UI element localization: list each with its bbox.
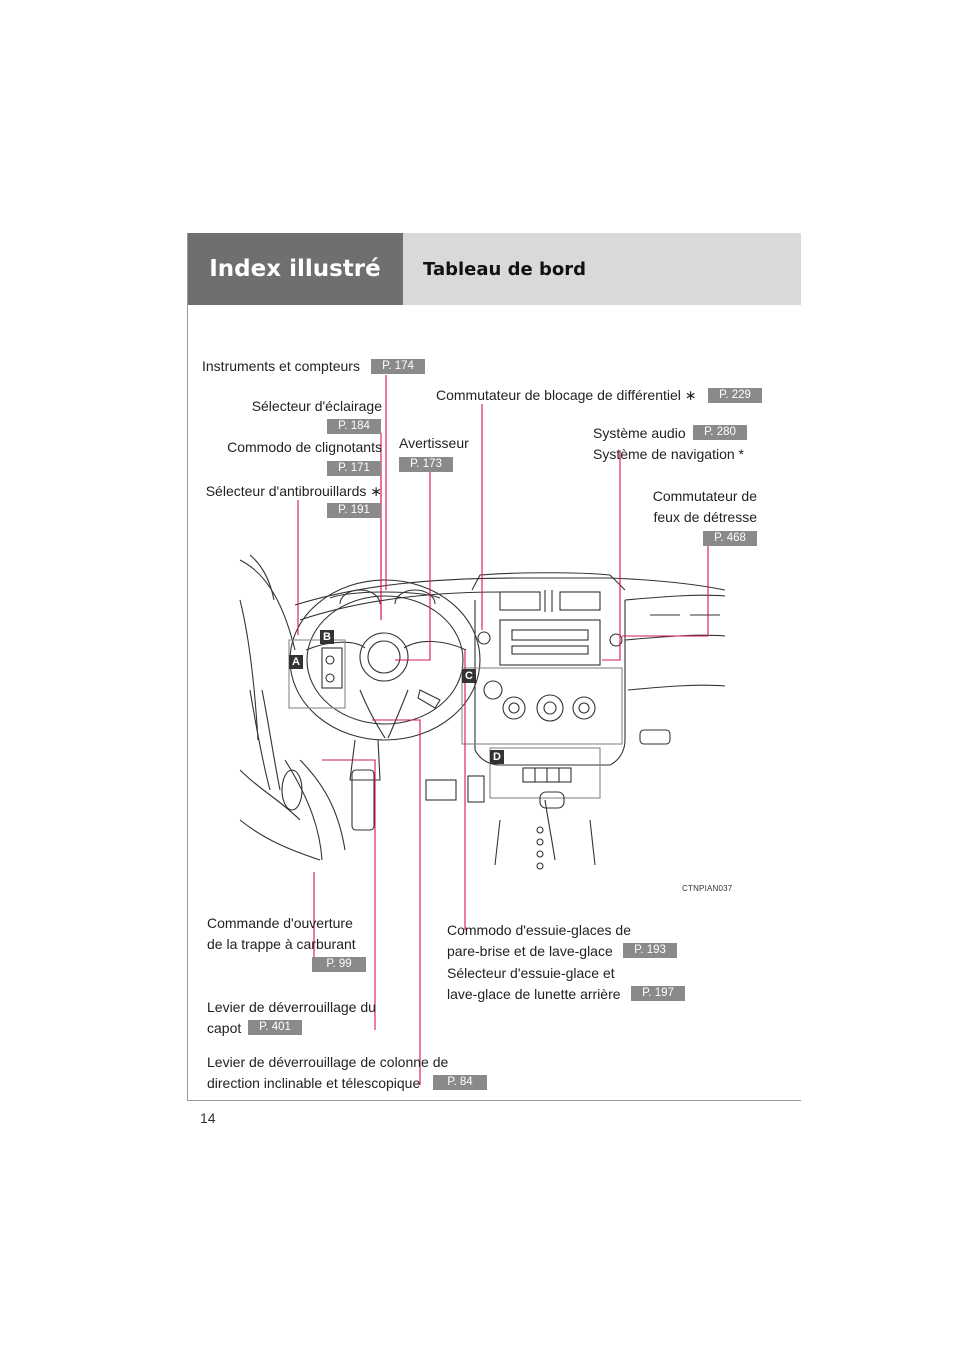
callout-letter-b: B (320, 630, 334, 644)
page-ref-trappe: P. 99 (312, 957, 366, 972)
callout-letter-a: A (289, 655, 303, 669)
page-ref-capot: P. 401 (248, 1020, 302, 1035)
page-ref-detresse: P. 468 (703, 531, 757, 546)
label-detresse-2: feux de détresse (653, 509, 757, 525)
label-eclairage: Sélecteur d'éclairage (251, 398, 382, 414)
label-navigation: Système de navigation * (593, 446, 744, 462)
label-trappe-2: de la trappe à carburant (207, 936, 356, 952)
label-essuie-2: pare-brise et de lave-glace (447, 943, 613, 959)
page-title: Tableau de bord (403, 233, 801, 305)
page-ref-clignotants: P. 171 (327, 461, 381, 476)
frame-bottom-rule (187, 1100, 801, 1101)
label-clignotants: Commodo de clignotants (227, 439, 382, 455)
frame-left-rule (187, 233, 188, 1101)
page-ref-avertisseur: P. 173 (399, 457, 453, 472)
page-ref-audio: P. 280 (693, 425, 747, 440)
label-audio: Système audio (593, 425, 686, 441)
a-pillar-line (239, 559, 296, 651)
label-instruments: Instruments et compteurs (202, 358, 360, 374)
label-antibrouillards: Sélecteur d'antibrouillards ∗ (205, 483, 382, 499)
page-ref-antibrouillards: P. 191 (327, 503, 381, 518)
callout-letter-c: C (462, 669, 476, 683)
page-ref-colonne: P. 84 (433, 1075, 487, 1090)
page-ref-differentiel: P. 229 (708, 388, 762, 403)
page-ref-essuie-1: P. 193 (623, 943, 677, 958)
page-ref-instruments: P. 174 (371, 359, 425, 374)
label-essuie-3: Sélecteur d'essuie-glace et (447, 965, 615, 981)
label-capot-2: capot (207, 1020, 242, 1036)
label-colonne-2: direction inclinable et télescopique (207, 1075, 421, 1091)
page-ref-eclairage: P. 184 (327, 419, 381, 434)
label-essuie-1: Commodo d'essuie-glaces de (447, 922, 631, 938)
section-title: Index illustré (187, 233, 403, 305)
label-essuie-4: lave-glace de lunette arrière (447, 986, 621, 1002)
label-detresse-1: Commutateur de (652, 488, 757, 504)
label-differentiel: Commutateur de blocage de différentiel ∗ (436, 387, 697, 403)
figure-caption: CTNPIAN037 (682, 884, 733, 893)
label-trappe-1: Commande d'ouverture (207, 915, 353, 931)
label-capot-1: Levier de déverrouillage du (207, 999, 376, 1015)
label-colonne-1: Levier de déverrouillage de colonne de (207, 1054, 449, 1070)
label-avertisseur: Avertisseur (399, 435, 469, 451)
page-ref-essuie-2: P. 197 (631, 986, 685, 1001)
page-number: 14 (200, 1110, 216, 1126)
callout-letter-d: D (490, 750, 504, 764)
